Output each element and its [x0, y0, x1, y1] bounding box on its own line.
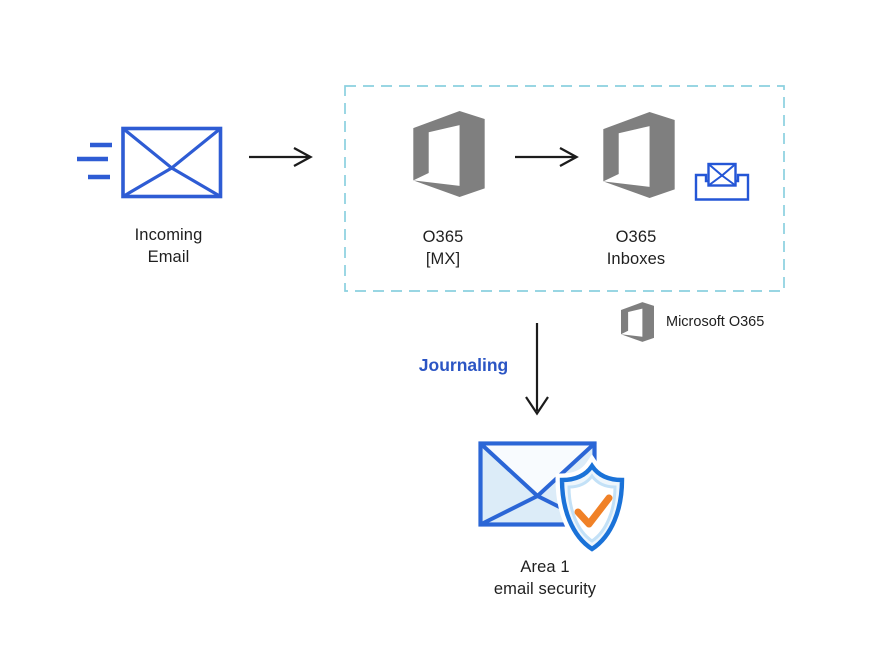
journaling-label: Journaling [418, 355, 509, 375]
envelope-icon [121, 126, 223, 199]
area1-email-security-icon [478, 441, 626, 553]
incoming-email-label: Incoming Email [96, 224, 241, 268]
o365-mx-label-line1: O365 [422, 228, 464, 246]
office365-inboxes-logo-icon [603, 112, 675, 198]
area1-label-line2: email security [493, 580, 597, 598]
arrow-right-icon [515, 146, 579, 168]
o365-inboxes-label-line2: Inboxes [606, 250, 666, 268]
o365-mx-label: O365 [MX] [393, 226, 493, 270]
o365-boundary-box [344, 85, 785, 292]
area1-label: Area 1 email security [465, 556, 625, 600]
o365-mx-label-line2: [MX] [425, 250, 461, 268]
microsoft-o365-legend-label: Microsoft O365 [666, 314, 765, 330]
secure-envelope-icon [478, 441, 597, 527]
arrow-right-icon [249, 146, 313, 168]
inbox-tray-icon [694, 162, 750, 201]
arrow-down-icon [525, 323, 549, 416]
area1-label-line1: Area 1 [520, 558, 570, 576]
incoming-email-icon [77, 126, 223, 199]
microsoft-o365-logo-icon [621, 302, 654, 342]
incoming-email-label-line1: Incoming [134, 226, 203, 244]
speed-lines-icon [77, 142, 112, 180]
o365-inboxes-label: O365 Inboxes [586, 226, 686, 270]
incoming-email-label-line2: Email [147, 248, 190, 266]
office365-mx-logo-icon [413, 111, 485, 197]
o365-inboxes-label-line1: O365 [615, 228, 657, 246]
shield-check-icon [555, 454, 626, 553]
